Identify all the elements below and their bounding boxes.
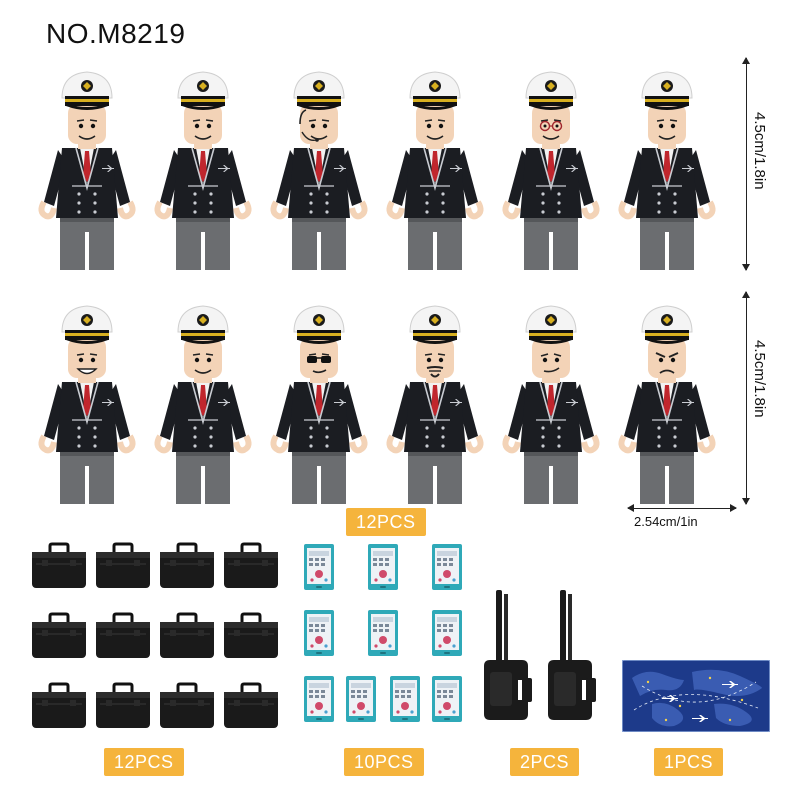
briefcase-icon bbox=[94, 612, 152, 660]
row1-height-label: 4.5cm/1.8in bbox=[751, 112, 768, 190]
briefcase-icon bbox=[30, 682, 88, 730]
briefcase-icon bbox=[158, 612, 216, 660]
map-tile-count-badge: 1PCS bbox=[654, 748, 724, 776]
row1-height-arrow bbox=[742, 57, 750, 271]
row2-height-arrow bbox=[742, 291, 750, 505]
smartphone-tile-icon bbox=[346, 676, 376, 722]
radios-count-badge: 2PCS bbox=[510, 748, 580, 776]
briefcase-icon bbox=[94, 542, 152, 590]
smartphone-tile-icon bbox=[432, 610, 462, 656]
briefcase-icon bbox=[222, 612, 280, 660]
figure-width-label: 2.54cm/1in bbox=[634, 514, 698, 529]
pilot-minifigure-icon bbox=[148, 286, 258, 506]
smartphone-tile-icon bbox=[432, 544, 462, 590]
smartphone-tile-icon bbox=[304, 676, 334, 722]
pilot-minifigure-icon bbox=[264, 52, 374, 272]
briefcase-icon bbox=[158, 542, 216, 590]
smartphone-tile-icon bbox=[368, 610, 398, 656]
pilot-minifigure-icon bbox=[264, 286, 374, 506]
pilot-minifigure-icon bbox=[612, 286, 722, 506]
briefcase-icon bbox=[94, 682, 152, 730]
briefcase-icon bbox=[222, 542, 280, 590]
pilot-minifigure-icon bbox=[380, 286, 490, 506]
walkie-talkie-icon bbox=[546, 590, 602, 728]
briefcase-icon bbox=[222, 682, 280, 730]
smartphone-tile-icon bbox=[368, 544, 398, 590]
pilot-minifigure-icon bbox=[380, 52, 490, 272]
pilot-minifigure-icon bbox=[496, 52, 606, 272]
smartphone-tile-icon bbox=[304, 544, 334, 590]
smartphone-tile-icon bbox=[304, 610, 334, 656]
pilot-minifigure-icon bbox=[32, 52, 142, 272]
figures-count-badge: 12PCS bbox=[346, 508, 426, 536]
phones-count-badge: 10PCS bbox=[344, 748, 424, 776]
briefcase-icon bbox=[158, 682, 216, 730]
pilot-minifigure-icon bbox=[496, 286, 606, 506]
pilot-minifigure-icon bbox=[148, 52, 258, 272]
model-number: NO.M8219 bbox=[46, 18, 186, 49]
walkie-talkie-icon bbox=[482, 590, 538, 728]
smartphone-tile-icon bbox=[432, 676, 462, 722]
world-map-tile-icon bbox=[622, 660, 770, 732]
briefcases-count-badge: 12PCS bbox=[104, 748, 184, 776]
pilot-minifigure-icon bbox=[32, 286, 142, 506]
smartphone-tile-icon bbox=[390, 676, 420, 722]
figure-width-arrow bbox=[627, 504, 737, 512]
pilot-minifigure-icon bbox=[612, 52, 722, 272]
briefcase-icon bbox=[30, 542, 88, 590]
row2-height-label: 4.5cm/1.8in bbox=[751, 340, 768, 418]
briefcase-icon bbox=[30, 612, 88, 660]
